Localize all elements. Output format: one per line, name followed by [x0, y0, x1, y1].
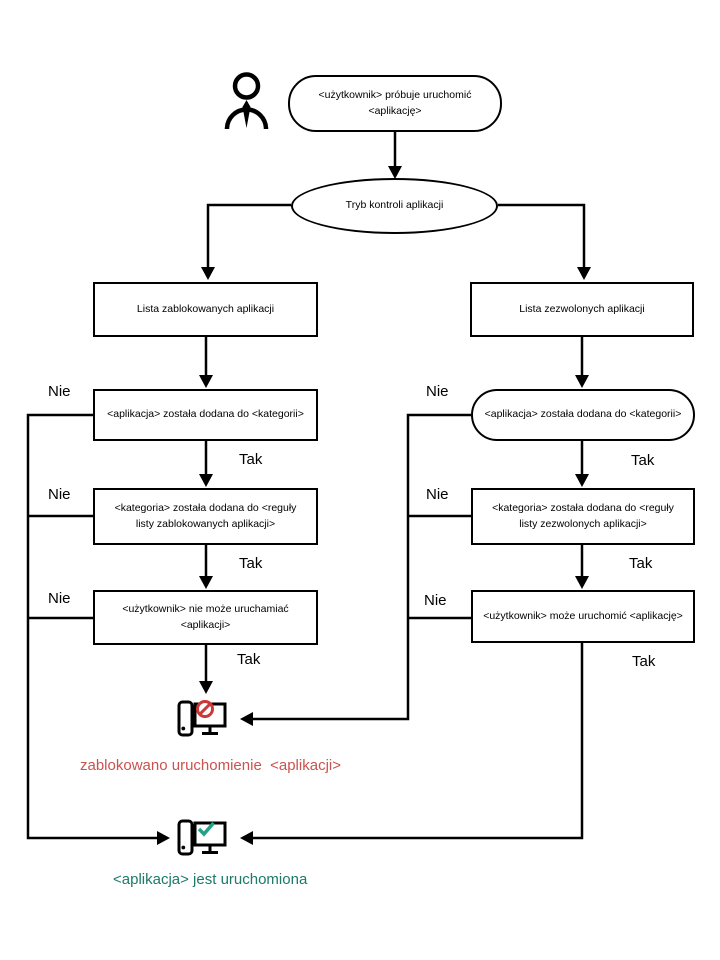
- node-blocked-category-in-rule-line1: <kategoria> została dodana do <reguły: [114, 502, 297, 515]
- computer-running-icon: [177, 819, 227, 856]
- node-allowed-category-in-rule-line1: <kategoria> została dodana do <reguły: [492, 502, 674, 515]
- node-allowed-list: Lista zezwolonych aplikacji: [470, 282, 694, 337]
- edge-right-nie-collector: [253, 413, 471, 721]
- computer-blocked-icon: [177, 700, 227, 737]
- node-user-cannot-run-line1: <użytkownik> nie może uruchamiać: [122, 603, 289, 616]
- edge-mode-to-allowed-list: [498, 203, 586, 268]
- node-user-cannot-run: <użytkownik> nie może uruchamiać <aplika…: [93, 590, 318, 645]
- node-user-can-run: <użytkownik> może uruchomić <aplikację>: [471, 590, 695, 643]
- node-blocked-list: Lista zablokowanych aplikacji: [93, 282, 318, 337]
- label-tak-left-3: Tak: [237, 651, 261, 668]
- node-blocked-app-in-category-label: <aplikacja> została dodana do <kategorii…: [107, 408, 304, 421]
- node-allowed-app-in-category-label: <aplikacja> została dodana do <kategorii…: [484, 408, 682, 421]
- label-nie-right-1: Nie: [426, 383, 449, 400]
- label-nie-right-3: Nie: [424, 592, 447, 609]
- node-blocked-app-in-category: <aplikacja> została dodana do <kategorii…: [93, 389, 318, 441]
- node-start: <użytkownik> próbuje uruchomić <aplikacj…: [288, 75, 502, 132]
- edge-right-tak-3: [253, 643, 584, 840]
- label-tak-right-3: Tak: [632, 653, 656, 670]
- node-allowed-list-label: Lista zezwolonych aplikacji: [519, 302, 645, 315]
- node-allowed-app-in-category: <aplikacja> została dodana do <kategorii…: [471, 389, 695, 441]
- node-user-cannot-run-line2: <aplikacji>: [180, 618, 231, 631]
- label-nie-left-1: Nie: [48, 383, 71, 400]
- label-tak-left-1: Tak: [239, 451, 263, 468]
- edge-mode-to-blocked-list: [206, 203, 291, 268]
- node-blocked-category-in-rule: <kategoria> została dodana do <reguły li…: [93, 488, 318, 545]
- arrowheads: [157, 166, 591, 845]
- node-allowed-category-in-rule-line2: listy zezwolonych aplikacji>: [519, 517, 647, 530]
- label-nie-left-2: Nie: [48, 486, 71, 503]
- node-user-can-run-label: <użytkownik> może uruchomić <aplikację>: [483, 609, 683, 622]
- blocked-result-text: zablokowano uruchomienie <aplikacji>: [80, 757, 341, 774]
- label-nie-left-3: Nie: [48, 590, 71, 607]
- node-allowed-category-in-rule: <kategoria> została dodana do <reguły li…: [471, 488, 695, 545]
- node-control-mode-label: Tryb kontroli aplikacji: [345, 199, 444, 212]
- node-start-line1: <użytkownik> próbuje uruchomić: [318, 89, 472, 102]
- label-nie-right-2: Nie: [426, 486, 449, 503]
- edge-left-nie-collector: [26, 413, 158, 840]
- label-tak-right-2: Tak: [629, 555, 653, 572]
- node-blocked-category-in-rule-line2: listy zablokowanych aplikacji>: [135, 517, 276, 530]
- user-icon: [224, 72, 269, 130]
- label-tak-left-2: Tak: [239, 555, 263, 572]
- label-tak-right-1: Tak: [631, 452, 655, 469]
- running-result-text: <aplikacja> jest uruchomiona: [113, 871, 308, 888]
- node-control-mode: Tryb kontroli aplikacji: [291, 178, 498, 234]
- node-start-line2: <aplikację>: [368, 104, 422, 117]
- node-blocked-list-label: Lista zablokowanych aplikacji: [136, 302, 275, 315]
